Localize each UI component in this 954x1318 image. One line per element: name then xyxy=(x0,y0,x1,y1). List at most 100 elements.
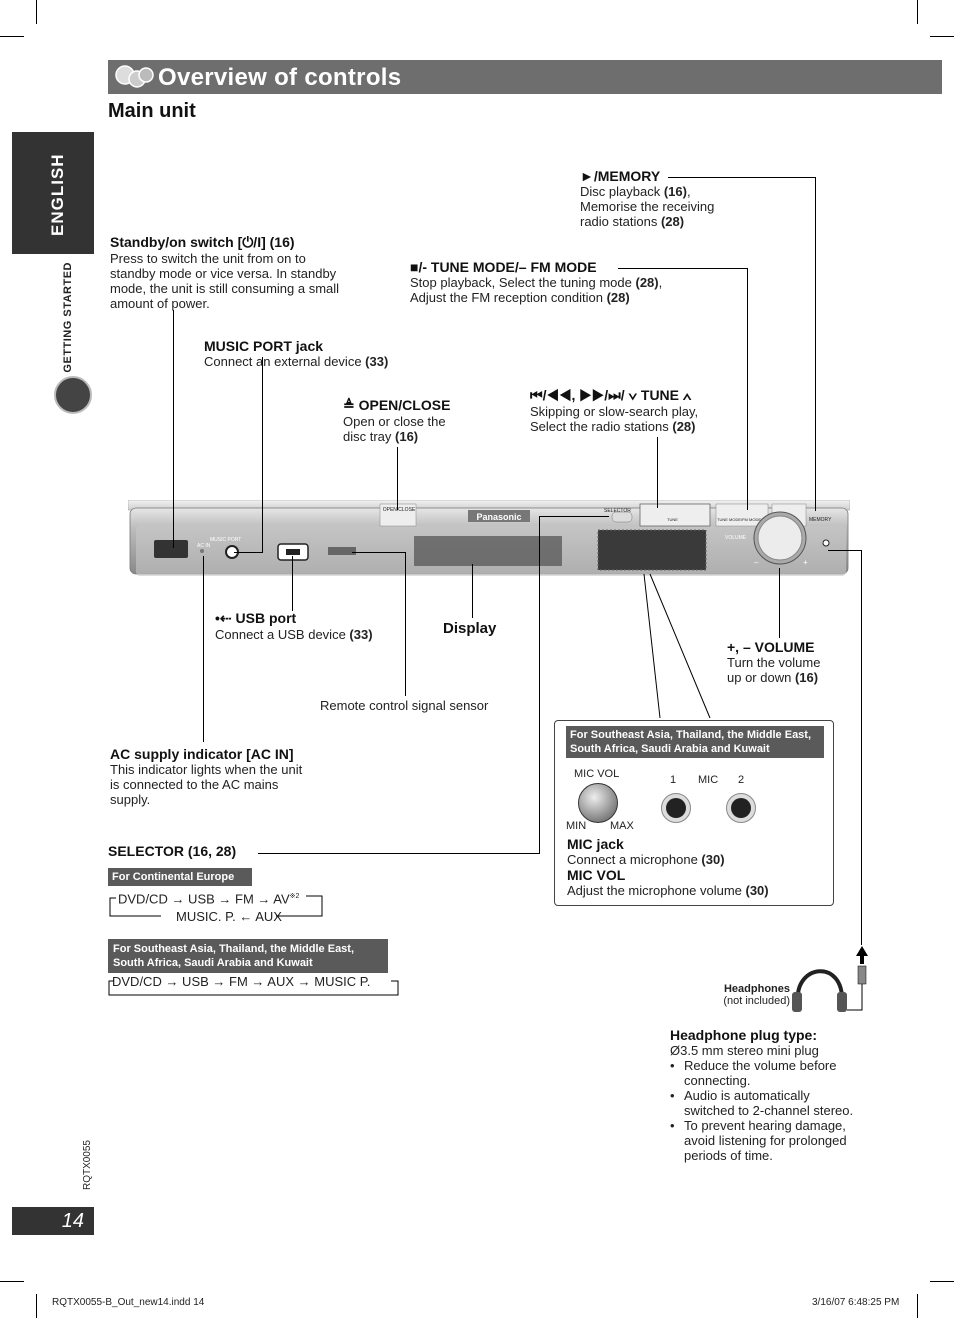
standby-desc: standby mode or vice versa. In standby xyxy=(110,266,337,281)
leader-line xyxy=(405,552,406,696)
language-tab xyxy=(12,132,94,254)
skip-tune-desc: Skipping or slow-search play, xyxy=(530,404,699,419)
usb-callout: •⇠ USB port Connect a USB device (33) xyxy=(215,610,373,642)
section-title: Main unit xyxy=(108,100,196,122)
brand-logo: Panasonic xyxy=(476,512,521,522)
headphones-label-block: Headphones (not included) xyxy=(718,983,790,1007)
asia-row: DVD/CD → USB → FM → AUX → MUSIC P. xyxy=(112,974,371,989)
mic-band: For Southeast Asia, Thailand, the Middle… xyxy=(566,726,824,758)
footer-file: RQTX0055-B_Out_new14.indd 14 xyxy=(52,1297,205,1308)
usb-icon: •⇠ xyxy=(215,610,236,626)
device-open-close-label: OPEN/CLOSE xyxy=(382,507,416,513)
leader-line xyxy=(352,552,406,553)
headphone-info: Headphone plug type: Ø3.5 mm stereo mini… xyxy=(670,1027,870,1163)
tune-mode-desc: Stop playback, Select the tuning mode xyxy=(410,275,636,290)
mic-jack-title: MIC jack xyxy=(567,836,624,852)
tune-mode-desc2: Adjust the FM reception condition xyxy=(410,290,607,305)
skip-tune-callout: ⏮/◀◀, ▶▶/⏭/ ∨ TUNE ∧ Skipping or slow-se… xyxy=(530,387,698,434)
skip-tune-desc2: Select the radio stations xyxy=(530,419,673,434)
volume-desc: Turn the volume xyxy=(727,655,821,670)
bullet-line: To prevent hearing damage, xyxy=(684,1118,846,1133)
mic-jack-2[interactable] xyxy=(726,793,756,823)
ac-in-desc: supply. xyxy=(110,792,151,807)
section-label: GETTING STARTED xyxy=(62,262,74,373)
europe-band: For Continental Europe xyxy=(108,868,252,886)
mic-vol-title: MIC VOL xyxy=(567,867,626,883)
leader-line xyxy=(815,177,816,511)
mic-leader-lines xyxy=(643,573,711,719)
leader-line xyxy=(262,357,263,553)
usb-ref: (33) xyxy=(349,627,373,642)
tune-mode-ref2: (28) xyxy=(606,290,630,305)
music-port-callout: MUSIC PORT jack Connect an external devi… xyxy=(204,338,388,369)
doc-code: RQTX0055 xyxy=(82,1140,93,1191)
leader-line xyxy=(539,516,540,854)
tune-mode-title: ■/- TUNE MODE/– FM MODE xyxy=(410,259,597,275)
europe-cycle-arrow xyxy=(109,895,323,917)
memory-title: ►/MEMORY xyxy=(580,168,661,184)
memory-callout: ►/MEMORY Disc playback (16), Memorise th… xyxy=(580,168,715,229)
music-port-title: MUSIC PORT jack xyxy=(204,338,324,354)
mic-jack-ref: (30) xyxy=(701,852,725,867)
device-music-port-label: MUSIC PORT xyxy=(210,537,242,543)
memory-desc: Disc playback xyxy=(580,184,664,199)
open-close-ref: (16) xyxy=(395,429,419,444)
volume-title: +, – VOLUME xyxy=(727,639,815,655)
headphone-plug-desc: Ø3.5 mm stereo mini plug xyxy=(670,1043,819,1058)
skip-tune-title: ⏮/◀◀, ▶▶/⏭/ ∨ TUNE ∧ xyxy=(530,387,692,403)
bullet-line: avoid listening for prolonged xyxy=(684,1133,847,1148)
leader-line xyxy=(779,568,780,638)
leader-line xyxy=(292,556,293,611)
mic-panel xyxy=(554,720,834,906)
ac-in-desc: This indicator lights when the unit xyxy=(110,762,303,777)
page-title: Overview of controls xyxy=(158,64,402,91)
leader-line xyxy=(657,437,658,508)
bullet-line: connecting. xyxy=(684,1073,751,1088)
asia-band: For Southeast Asia, Thailand, the Middle… xyxy=(108,939,388,973)
ac-in-desc: is connected to the AC mains xyxy=(110,777,279,792)
leader-line xyxy=(668,177,816,178)
music-port-ref: (33) xyxy=(365,354,389,369)
balls-icon xyxy=(115,65,154,88)
headphone-bullet: •To prevent hearing damage,avoid listeni… xyxy=(670,1118,847,1163)
device-selector-label: SELECTOR xyxy=(604,508,631,514)
footer-date: 3/16/07 6:48:25 PM xyxy=(812,1297,900,1308)
device-plus-label: + xyxy=(803,558,808,567)
leader-line xyxy=(173,310,174,548)
leader-line xyxy=(618,268,748,269)
page-number: 14 xyxy=(12,1207,94,1235)
mic-label: MIC xyxy=(698,774,719,786)
memory-ref3: (28) xyxy=(660,214,685,229)
standby-desc: Press to switch the unit from on to xyxy=(110,251,306,266)
mic-jack-1[interactable] xyxy=(661,793,691,823)
device-memory-label: MEMORY xyxy=(809,517,832,523)
remote-sensor-label: Remote control signal sensor xyxy=(320,698,489,713)
headphones-icon xyxy=(792,946,868,1012)
leader-line xyxy=(828,550,862,551)
mic1-label: 1 xyxy=(670,774,677,786)
language-label: ENGLISH xyxy=(48,153,67,237)
tune-mode-ref: (28) xyxy=(635,275,659,290)
memory-desc2: Memorise the receiving xyxy=(580,199,715,214)
mic-vol-desc: Adjust the microphone volume xyxy=(567,883,746,898)
skip-tune-ref: (28) xyxy=(672,419,696,434)
disc-icon xyxy=(54,376,92,414)
tune-mode-callout: ■/- TUNE MODE/– FM MODE Stop playback, S… xyxy=(410,259,663,305)
ac-in-callout: AC supply indicator [AC IN] This indicat… xyxy=(110,746,340,807)
usb-desc: Connect a USB device xyxy=(215,627,350,642)
standby-callout: Standby/on switch [⏻/I] (16) Press to sw… xyxy=(110,234,370,311)
usb-title: USB port xyxy=(235,610,297,626)
device-tune-mode-label: TUNE MODE/FM MODE xyxy=(717,517,761,522)
headphones-note: (not included) xyxy=(723,995,790,1007)
leader-line xyxy=(861,550,862,945)
mic-min-label: MIN xyxy=(566,820,587,832)
open-close-desc: Open or close the xyxy=(343,414,446,429)
title-bar xyxy=(108,60,942,94)
mic-vol-knob[interactable] xyxy=(578,783,618,823)
mic2-label: 2 xyxy=(738,774,745,786)
leader-line xyxy=(472,564,473,618)
music-port-desc: Connect an external device xyxy=(204,354,366,369)
bullet-line: Reduce the volume before xyxy=(684,1058,837,1073)
